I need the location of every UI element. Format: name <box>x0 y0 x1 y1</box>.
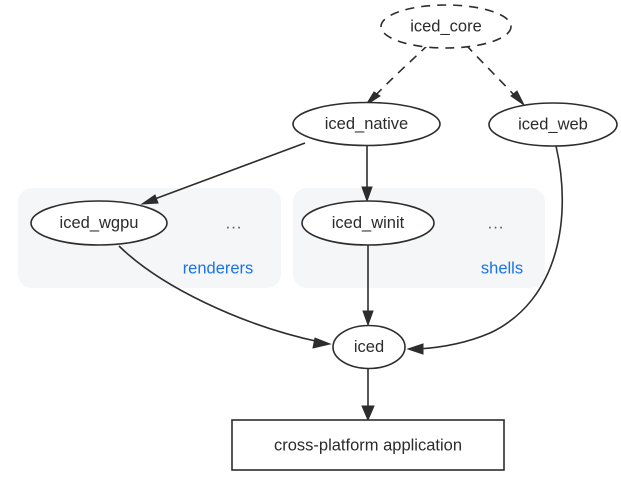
edge-iced-web-to-iced <box>406 145 564 355</box>
node-cross-platform-application-label: cross-platform application <box>274 436 462 454</box>
edge-iced-web-to-iced-arrowhead <box>406 343 424 355</box>
edge-iced-wgpu-to-iced-line <box>118 245 321 343</box>
node-iced-web-label: iced_web <box>518 115 588 133</box>
node-iced-shape[interactable] <box>332 324 406 370</box>
node-iced-native-shape[interactable] <box>292 101 441 147</box>
node-iced-wgpu-shape[interactable] <box>30 200 168 246</box>
edge-iced-wgpu-to-iced-arrowhead <box>312 337 332 349</box>
node-iced-winit[interactable]: iced_winit <box>301 200 435 246</box>
edge-iced-core-to-iced-native <box>365 44 429 106</box>
node-iced-core[interactable]: iced_core <box>380 4 512 49</box>
edge-iced-to-application <box>361 369 375 422</box>
node-iced-core-shape[interactable] <box>380 4 512 49</box>
edge-iced-wgpu-to-iced <box>118 245 332 349</box>
node-cross-platform-application[interactable]: cross-platform application <box>231 419 505 471</box>
cluster-shells-label: shells <box>481 259 523 277</box>
edge-iced-core-to-iced-web <box>465 44 525 106</box>
edge-iced-to-application-arrowhead <box>361 405 375 422</box>
edge-iced-winit-to-iced-arrowhead <box>362 310 374 327</box>
edge-iced-native-to-iced-wgpu-line <box>151 142 306 201</box>
node-iced-winit-shape[interactable] <box>301 200 435 246</box>
node-iced-core-label: iced_core <box>410 17 482 35</box>
node-iced-label: iced <box>354 338 384 356</box>
edge-iced-core-to-iced-web-line <box>465 44 517 98</box>
node-cross-platform-application-shape[interactable] <box>231 419 505 471</box>
edge-iced-winit-to-iced <box>362 245 374 327</box>
edge-iced-native-to-iced-wgpu <box>140 142 306 205</box>
cluster-renderers-label: renderers <box>183 259 254 277</box>
edge-iced-core-to-iced-native-line <box>373 44 429 98</box>
node-iced-winit-label: iced_winit <box>332 214 405 232</box>
node-iced-web-shape[interactable] <box>488 102 618 147</box>
node-iced-native[interactable]: iced_native <box>292 101 441 147</box>
edge-iced-native-to-iced-wgpu-arrowhead <box>140 194 159 205</box>
edge-iced-web-to-iced-line <box>417 145 564 350</box>
node-iced[interactable]: iced <box>332 324 406 370</box>
node-iced-wgpu[interactable]: iced_wgpu <box>30 200 168 246</box>
edge-iced-native-to-iced-winit <box>361 146 373 203</box>
edge-iced-native-to-iced-winit-arrowhead <box>361 186 373 203</box>
cluster-shells-ellipsis: ... <box>488 214 505 232</box>
node-iced-native-label: iced_native <box>325 115 408 133</box>
node-iced-web[interactable]: iced_web <box>488 102 618 147</box>
node-iced-wgpu-label: iced_wgpu <box>60 214 139 232</box>
cluster-renderers-ellipsis: ... <box>226 214 243 232</box>
edge-iced-core-to-iced-web-arrowhead <box>510 90 525 106</box>
